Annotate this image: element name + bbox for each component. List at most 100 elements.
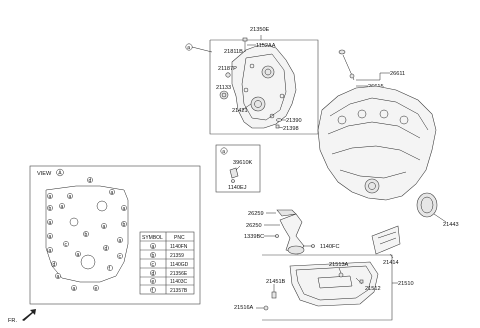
oil-pan-group: 21513A 21451B 21512 21510 21516A bbox=[234, 254, 414, 321]
timing-cover bbox=[231, 43, 297, 129]
symbol-table-row[interactable]: b 21359 bbox=[150, 252, 184, 259]
pin-21398 bbox=[275, 124, 280, 129]
front-direction-indicator: FR. bbox=[8, 309, 36, 324]
oil-pickup: 26259 26250 1339BC 1140FC bbox=[244, 209, 340, 255]
bracket-21451b bbox=[271, 291, 277, 299]
label-26259[interactable]: 26259 bbox=[248, 211, 264, 217]
label-21398[interactable]: 21398 bbox=[283, 126, 299, 132]
label-21350e[interactable]: 21350E bbox=[250, 27, 270, 33]
symbol-table: SYMBOL PNC a 1140FN b 21359 c 1140GD bbox=[139, 231, 195, 295]
symbol-table-frame bbox=[139, 231, 195, 295]
oil-pan-21510 bbox=[289, 261, 379, 307]
oil-level-gauge: 26611 26615 bbox=[338, 49, 405, 90]
label-21443[interactable]: 21443 bbox=[443, 222, 459, 228]
svg-text:c: c bbox=[119, 254, 122, 260]
symbol-table-row[interactable]: f 21357B bbox=[150, 287, 188, 294]
label-1339bc[interactable]: 1339BC bbox=[244, 234, 264, 240]
svg-text:b: b bbox=[49, 206, 52, 212]
svg-text:d: d bbox=[53, 262, 56, 268]
svg-text:c: c bbox=[152, 262, 155, 268]
symbol-table-row[interactable]: a 1140FN bbox=[150, 243, 188, 250]
svg-text:a: a bbox=[49, 194, 52, 200]
svg-text:11403C: 11403C bbox=[170, 279, 188, 285]
label-26250[interactable]: 26250 bbox=[246, 223, 262, 229]
arrow-icon bbox=[22, 309, 36, 321]
label-1140ej[interactable]: 1140EJ bbox=[228, 185, 247, 191]
label-21421[interactable]: 21421 bbox=[232, 108, 248, 114]
label-21390[interactable]: 21390 bbox=[286, 118, 302, 124]
svg-text:21356E: 21356E bbox=[170, 271, 188, 277]
svg-text:a: a bbox=[111, 190, 114, 196]
symbol-table-row[interactable]: c 1140GD bbox=[150, 261, 189, 268]
label-21513a[interactable]: 21513A bbox=[329, 262, 349, 268]
gasket-21390 bbox=[276, 118, 282, 122]
sensor-box: a 39610K 1140EJ bbox=[215, 144, 261, 193]
symbol-table-row[interactable]: e 11403C bbox=[150, 278, 188, 285]
plug-21512 bbox=[359, 279, 364, 284]
svg-text:a: a bbox=[49, 248, 52, 254]
svg-text:d: d bbox=[89, 178, 92, 184]
oil-pan-frame bbox=[262, 254, 393, 321]
svg-text:b: b bbox=[123, 222, 126, 228]
svg-text:A: A bbox=[58, 171, 62, 177]
symbol-table-header-symbol: SYMBOL bbox=[142, 235, 163, 241]
svg-text:21359: 21359 bbox=[170, 253, 184, 259]
svg-text:f: f bbox=[109, 266, 111, 272]
label-21510[interactable]: 21510 bbox=[398, 281, 414, 287]
svg-text:a: a bbox=[187, 45, 190, 51]
svg-text:e: e bbox=[95, 286, 98, 292]
view-a-panel: VIEW A a b a a a d a a d a a b a c f e bbox=[29, 165, 201, 305]
label-26611[interactable]: 26611 bbox=[390, 71, 405, 77]
symbol-table-header-pnc: PNC bbox=[174, 235, 185, 241]
view-a-frame bbox=[29, 165, 201, 305]
timing-cover-group: 21350E a 1152AA 21811B 21187P 21133 bbox=[185, 27, 319, 135]
svg-text:e: e bbox=[152, 279, 155, 285]
label-1152aa[interactable]: 21811B bbox=[224, 49, 243, 55]
bolt-21516a bbox=[263, 305, 269, 311]
svg-text:d: d bbox=[152, 271, 155, 277]
label-21187p[interactable]: 21187P bbox=[218, 66, 237, 72]
view-a-symbols: a b a a a d a a d a a b a c f e a c b a … bbox=[47, 177, 127, 292]
label-21811b[interactable]: 1152AA bbox=[256, 43, 276, 49]
view-a-cover-outline bbox=[45, 185, 129, 283]
svg-text:a: a bbox=[152, 244, 155, 250]
symbol-table-row[interactable]: d 21356E bbox=[150, 270, 188, 277]
svg-text:a: a bbox=[49, 220, 52, 226]
svg-text:a: a bbox=[57, 274, 60, 280]
view-title: VIEW bbox=[37, 171, 52, 177]
callout-a-cover[interactable]: a bbox=[185, 43, 193, 51]
svg-text:b: b bbox=[152, 253, 155, 259]
svg-text:a: a bbox=[222, 149, 225, 155]
svg-text:a: a bbox=[123, 206, 126, 212]
svg-text:a: a bbox=[69, 194, 72, 200]
label-39610k[interactable]: 39610K bbox=[233, 160, 253, 166]
svg-text:c: c bbox=[65, 242, 68, 248]
label-21451b[interactable]: 21451B bbox=[266, 279, 286, 285]
svg-text:a: a bbox=[61, 204, 64, 210]
svg-text:1140FN: 1140FN bbox=[170, 244, 188, 250]
svg-text:a: a bbox=[77, 252, 80, 258]
view-ref-circle[interactable]: A bbox=[56, 168, 64, 177]
svg-text:21357B: 21357B bbox=[170, 288, 188, 294]
svg-text:a: a bbox=[119, 238, 122, 244]
svg-text:b: b bbox=[85, 232, 88, 238]
fr-label: FR. bbox=[8, 318, 17, 324]
label-21512[interactable]: 21512 bbox=[365, 286, 381, 292]
label-21133[interactable]: 21133 bbox=[216, 85, 231, 91]
timing-cover-frame bbox=[209, 39, 319, 135]
svg-text:f: f bbox=[152, 288, 154, 294]
svg-text:a: a bbox=[73, 286, 76, 292]
callout-a-sensor[interactable]: a bbox=[220, 147, 228, 155]
bolt-21811b bbox=[242, 37, 248, 52]
label-21414[interactable]: 21414 bbox=[383, 260, 399, 266]
svg-text:d: d bbox=[105, 246, 108, 252]
sensor-39610k bbox=[229, 167, 239, 179]
svg-text:1140GD: 1140GD bbox=[170, 262, 189, 268]
plug-21187p bbox=[225, 72, 231, 78]
baffle-21414: 21414 bbox=[371, 225, 401, 266]
label-21516a[interactable]: 21516A bbox=[234, 305, 254, 311]
label-1140fc[interactable]: 1140FC bbox=[320, 244, 340, 250]
plug-21513a bbox=[338, 272, 344, 278]
rear-oil-seal-21443: 21443 bbox=[416, 192, 459, 228]
